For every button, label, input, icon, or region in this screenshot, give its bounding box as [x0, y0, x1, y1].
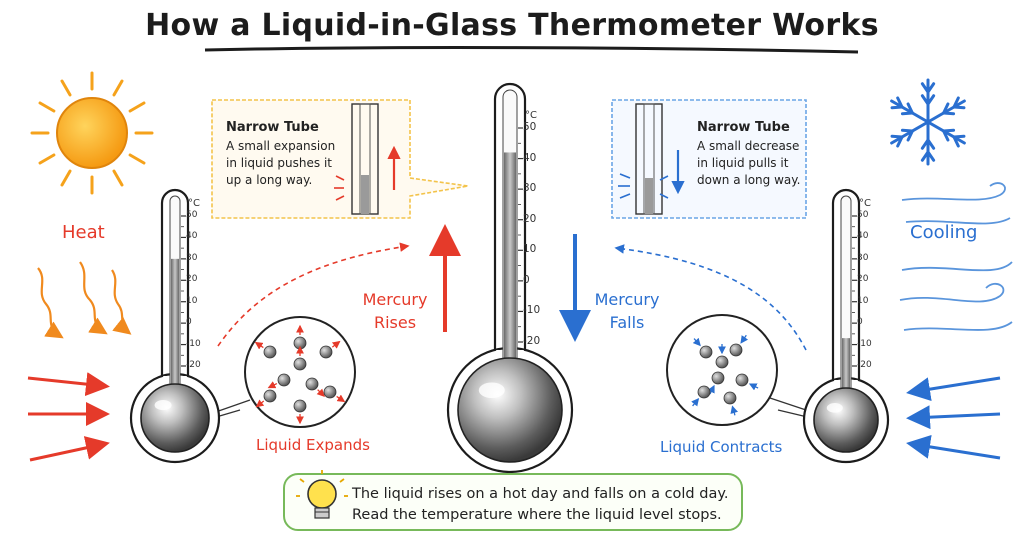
dashed-arrow-cool	[614, 244, 807, 351]
molecules-expanding	[205, 316, 356, 428]
cooling-arrows	[906, 376, 1001, 460]
scale-tick-label: -10	[523, 304, 541, 317]
heat-waves	[37, 261, 132, 339]
scale-unit: °C	[188, 198, 200, 209]
liquid-expands-label: Liquid Expands	[256, 436, 370, 454]
liquid-contracts-label: Liquid Contracts	[660, 438, 783, 456]
scale-tick-label: 50	[523, 121, 537, 133]
page-title: How a Liquid-in-Glass Thermometer Works	[145, 8, 879, 43]
narrow-tube-body-cool: A small decrease in liquid pulls it down…	[697, 139, 801, 187]
scale-tick-label: 40	[186, 231, 198, 242]
scale-unit: °C	[525, 110, 537, 121]
snowflake-icon	[890, 78, 966, 166]
dashed-arrow-heat	[217, 242, 410, 347]
cooling-wind	[899, 182, 1013, 331]
note-box	[283, 470, 743, 531]
scale-unit: °C	[859, 198, 871, 209]
scale-tick-label: 10	[857, 295, 869, 306]
narrow-tube-box-cool	[611, 99, 807, 219]
scale-tick-label: 10	[523, 243, 537, 256]
scale-tick-label: 50	[186, 210, 198, 220]
thermometer-bulb	[140, 383, 210, 453]
sun-icon	[30, 71, 154, 195]
scale-tick-label: 40	[857, 231, 869, 242]
heat-arrows	[27, 372, 110, 462]
scale-tick-label: 30	[186, 252, 198, 263]
note-text: The liquid rises on a hot day and falls …	[352, 486, 729, 523]
narrow-tube-heading-heat: Narrow Tube	[226, 120, 319, 135]
scale-tick-label: -20	[186, 360, 201, 370]
scale-tick-label: 0	[857, 317, 863, 328]
scale-tick-label: 30	[523, 182, 537, 195]
narrow-tube-box-heat	[211, 99, 469, 219]
heat-label: Heat	[62, 222, 105, 243]
thermometer-left	[129, 188, 221, 464]
scale-tick-label: 20	[857, 274, 869, 285]
scale-tick-label: 40	[523, 151, 537, 164]
scale-tick-label: -10	[186, 338, 201, 349]
mercury-rises-label: Mercury Rises	[362, 290, 428, 332]
title-underline	[204, 46, 859, 54]
scale-tick-label: -10	[857, 338, 872, 349]
liquid-column	[171, 258, 179, 418]
thermometer-right	[802, 188, 890, 464]
lightbulb-icon	[296, 470, 348, 519]
thermometer-bulb	[813, 387, 879, 453]
scale-tick-label: -20	[523, 335, 541, 347]
narrow-tube-heading-cool: Narrow Tube	[697, 120, 790, 135]
liquid-column	[504, 152, 516, 410]
mercury-falls-label: Mercury Falls	[594, 290, 660, 332]
scale-tick-label: 0	[523, 273, 530, 286]
scale-tick-label: 50	[857, 210, 869, 220]
liquid-column	[842, 338, 850, 420]
scale-tick-label: -20	[857, 360, 872, 370]
scale-tick-label: 30	[857, 252, 869, 263]
scale-tick-label: 20	[523, 212, 537, 225]
scale-tick-label: 10	[186, 295, 198, 306]
scale-tick-label: 0	[186, 317, 192, 328]
narrow-tube-body-heat: A small expansion in liquid pushes it up…	[226, 139, 336, 187]
thermometer-bulb	[457, 357, 563, 463]
cooling-label: Cooling	[910, 222, 978, 243]
thermometer-center	[446, 82, 574, 474]
molecules-contracting	[666, 314, 821, 426]
scale-tick-label: 20	[186, 274, 198, 285]
